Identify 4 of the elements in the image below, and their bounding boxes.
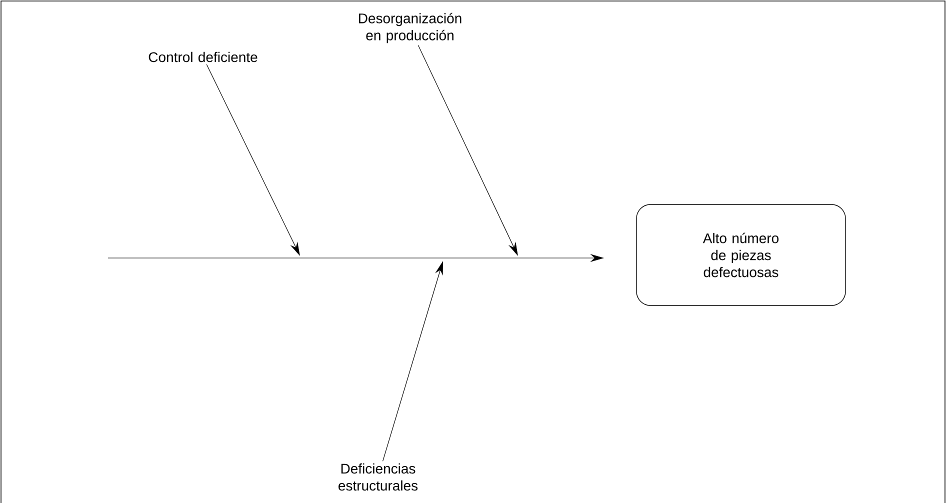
cause-label: Deficiencias estructurales: [338, 463, 418, 491]
cause-label: Control deficiente: [148, 52, 258, 62]
cause-label: Desorganización en producción: [359, 12, 462, 44]
result-box: Alto número de piezas defectuosas: [636, 204, 846, 306]
